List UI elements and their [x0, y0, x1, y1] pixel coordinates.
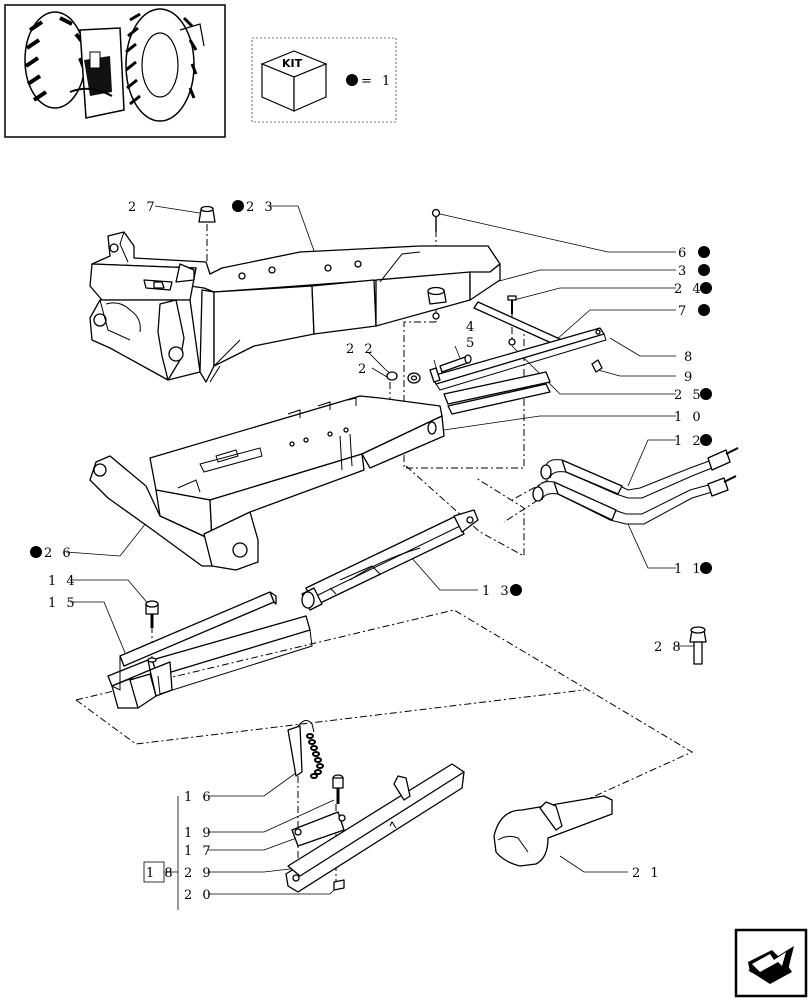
callout-number: 4: [466, 320, 477, 335]
next-page-button[interactable]: [734, 928, 808, 998]
callout-24: 2 4: [674, 282, 712, 297]
kit-group-box: [143, 861, 165, 883]
bolt-27: [198, 205, 216, 223]
callout-4: 4: [466, 320, 477, 335]
callout-22: 2 2: [346, 342, 376, 357]
hydraulic-hoses: [532, 447, 739, 525]
pin-6: [431, 208, 441, 232]
callout-number: 1 3: [482, 584, 512, 599]
callout-number: 9: [684, 370, 695, 385]
callout-number: 1 2: [674, 434, 704, 449]
callout-number: 1 9: [184, 826, 214, 841]
bushing-3: [427, 286, 447, 320]
bolt-19: [332, 774, 344, 804]
upper-hitch-frame: [89, 231, 501, 383]
callout-number: 1 1: [674, 562, 704, 577]
callout-number: 2 6: [44, 546, 74, 561]
callout-28: 2 8: [654, 640, 684, 655]
kit-box-icon: KIT: [260, 50, 328, 112]
callout-5: 5: [466, 336, 477, 351]
kit-dot-icon: [700, 282, 712, 294]
callout-26: 2 6: [30, 546, 74, 561]
callout-number: 1 4: [48, 574, 78, 589]
callout-3: 3: [678, 264, 710, 279]
callout-9: 9: [684, 370, 695, 385]
callout-27: 2 7: [128, 200, 158, 215]
kit-dot-icon: [698, 304, 710, 316]
callout-number: 6: [678, 246, 689, 261]
callout-number: 1 0: [674, 410, 704, 425]
kit-dot-icon: [700, 388, 712, 400]
callout-23: 2 3: [232, 200, 276, 215]
tow-hook-21: [493, 795, 613, 867]
callout-number: 1 6: [184, 790, 214, 805]
tractor-thumbnail: [4, 4, 226, 138]
callout-number: 2 4: [674, 282, 704, 297]
callout-number: 2: [358, 362, 369, 377]
callout-16: 1 6: [184, 790, 214, 805]
slide-plate-10: [443, 371, 551, 415]
shaft-7: [473, 301, 563, 347]
kit-dot-icon: [346, 74, 358, 86]
callout-2: 2: [358, 362, 369, 377]
kit-dot-icon: [698, 264, 710, 276]
leader-lines: [65, 205, 696, 910]
callout-14: 1 4: [48, 574, 78, 589]
kit-dot-icon: [698, 246, 710, 258]
bolt-14: [145, 600, 159, 628]
callout-number: 2 8: [654, 640, 684, 655]
kit-label: KIT: [282, 57, 303, 70]
callout-13: 1 3: [482, 584, 522, 599]
kit-dot-icon: [700, 562, 712, 574]
callout-21: 2 1: [632, 866, 662, 881]
callout-number: 2 3: [246, 200, 276, 215]
callout-11: 1 1: [674, 562, 712, 577]
callout-29: 2 9: [184, 866, 214, 881]
callout-12: 1 2: [674, 434, 712, 449]
kit-dot-icon: [700, 434, 712, 446]
callout-17: 1 7: [184, 844, 214, 859]
callout-8: 8: [684, 350, 695, 365]
tow-hook-18: [285, 763, 465, 893]
hydraulic-cylinder-13: [301, 509, 479, 611]
callout-number: 2 5: [674, 388, 704, 403]
callout-15: 1 5: [48, 596, 78, 611]
kit-dot-icon: [30, 546, 42, 558]
kit-dot-icon: [232, 200, 244, 212]
kit-legend: KIT = 1: [251, 37, 397, 123]
callout-number: 2 7: [128, 200, 158, 215]
callout-18: 1 8: [146, 866, 176, 881]
small-parts: [386, 354, 472, 384]
callout-number: 8: [684, 350, 695, 365]
callout-25: 2 5: [674, 388, 712, 403]
callout-number: 1 7: [184, 844, 214, 859]
callout-number: 2 1: [632, 866, 662, 881]
callout-number: 2 2: [346, 342, 376, 357]
kit-legend-text: = 1: [361, 74, 393, 89]
callout-number: 2 0: [184, 888, 214, 903]
callout-labels: 2 7 2 3 6 3 2 4 7 8 2 2 2 45 9 2 5 1 0 1 2 2 6 1 1 1 3 1 …: [30, 200, 712, 903]
callout-number: 7: [678, 304, 689, 319]
screw-9: [591, 359, 603, 373]
callout-number: 1 8: [146, 866, 176, 881]
callout-6: 6: [678, 246, 710, 261]
callout-number: 1 5: [48, 596, 78, 611]
arrow-next-icon: [748, 946, 794, 984]
callout-number: 3: [678, 264, 689, 279]
callout-number: 2 9: [184, 866, 214, 881]
callout-19: 1 9: [184, 826, 214, 841]
bolt-24: [507, 295, 517, 314]
lower-slide-frame: [89, 395, 445, 571]
bolt-28: [689, 626, 707, 665]
kit-dot-icon: [510, 584, 522, 596]
callout-10: 1 0: [674, 410, 704, 425]
slide-15: [107, 591, 313, 709]
callout-20: 2 0: [184, 888, 214, 903]
pin-16: [287, 720, 324, 779]
callout-7: 7: [678, 304, 710, 319]
callout-number: 5: [466, 336, 477, 351]
